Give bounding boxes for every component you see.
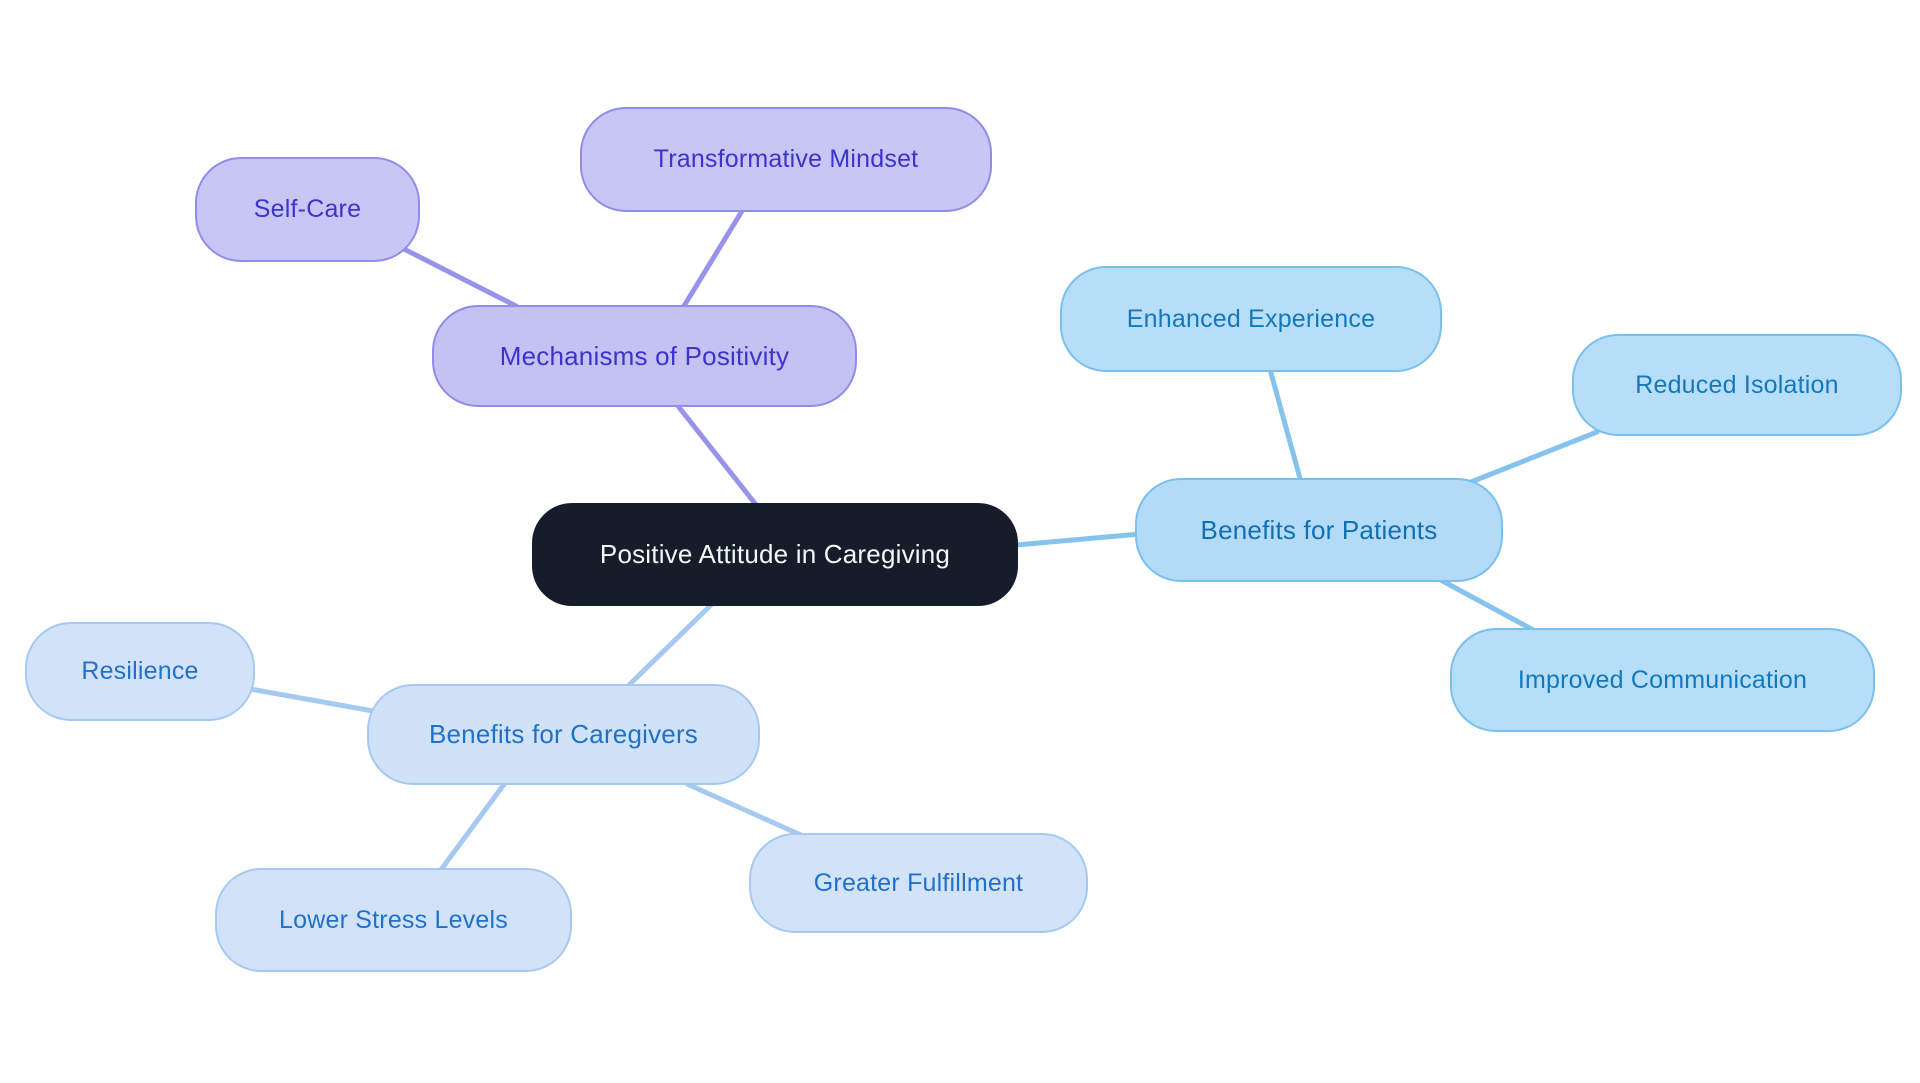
- branch-node-label: Mechanisms of Positivity: [499, 340, 790, 371]
- leaf-node-label: Transformative Mindset: [653, 145, 919, 173]
- leaf-node-label: Lower Stress Levels: [279, 905, 508, 934]
- leaf-node-label: Reduced Isolation: [1635, 370, 1839, 399]
- edge-central-caregivers: [625, 601, 715, 689]
- edge-patients-reduced: [1463, 429, 1600, 487]
- leaf-node-lower-stress-levels[interactable]: Lower Stress Levels: [215, 868, 572, 972]
- edge-transformative-mechanisms: [681, 208, 745, 309]
- leaf-node-label: Greater Fulfillment: [813, 868, 1024, 897]
- branch-node-label: Benefits for Caregivers: [428, 719, 699, 749]
- leaf-node-resilience[interactable]: Resilience: [25, 622, 255, 721]
- edge-enhanced-patients: [1268, 370, 1304, 485]
- leaf-node-label: Self-Care: [253, 195, 362, 223]
- edge-mechanisms-central: [675, 403, 760, 509]
- leaf-node-improved-communication[interactable]: Improved Communication: [1450, 628, 1875, 732]
- edge-central-patients: [1013, 531, 1143, 548]
- leaf-node-enhanced-experience[interactable]: Enhanced Experience: [1060, 266, 1442, 372]
- edge-selfcare-mechanisms: [401, 246, 519, 309]
- leaf-node-greater-fulfillment[interactable]: Greater Fulfillment: [749, 833, 1088, 933]
- edge-caregivers-greater: [684, 781, 806, 839]
- leaf-node-reduced-isolation[interactable]: Reduced Isolation: [1572, 334, 1902, 436]
- leaf-node-transformative-mindset[interactable]: Transformative Mindset: [580, 107, 992, 212]
- leaf-node-self-care[interactable]: Self-Care: [195, 157, 420, 262]
- branch-node-label: Benefits for Patients: [1200, 514, 1438, 545]
- branch-node-benefits-for-patients[interactable]: Benefits for Patients: [1135, 478, 1503, 582]
- edge-resilience-caregivers: [247, 686, 376, 714]
- leaf-node-label: Resilience: [81, 657, 199, 685]
- branch-node-mechanisms-of-positivity[interactable]: Mechanisms of Positivity: [432, 305, 857, 407]
- central-node-label: Positive Attitude in Caregiving: [599, 539, 951, 569]
- edge-caregivers-lowerstress: [437, 780, 508, 874]
- leaf-node-label: Enhanced Experience: [1126, 304, 1376, 333]
- edge-patients-improved: [1434, 575, 1540, 635]
- central-node[interactable]: Positive Attitude in Caregiving: [532, 503, 1018, 606]
- leaf-node-label: Improved Communication: [1517, 665, 1808, 694]
- branch-node-benefits-for-caregivers[interactable]: Benefits for Caregivers: [367, 684, 760, 785]
